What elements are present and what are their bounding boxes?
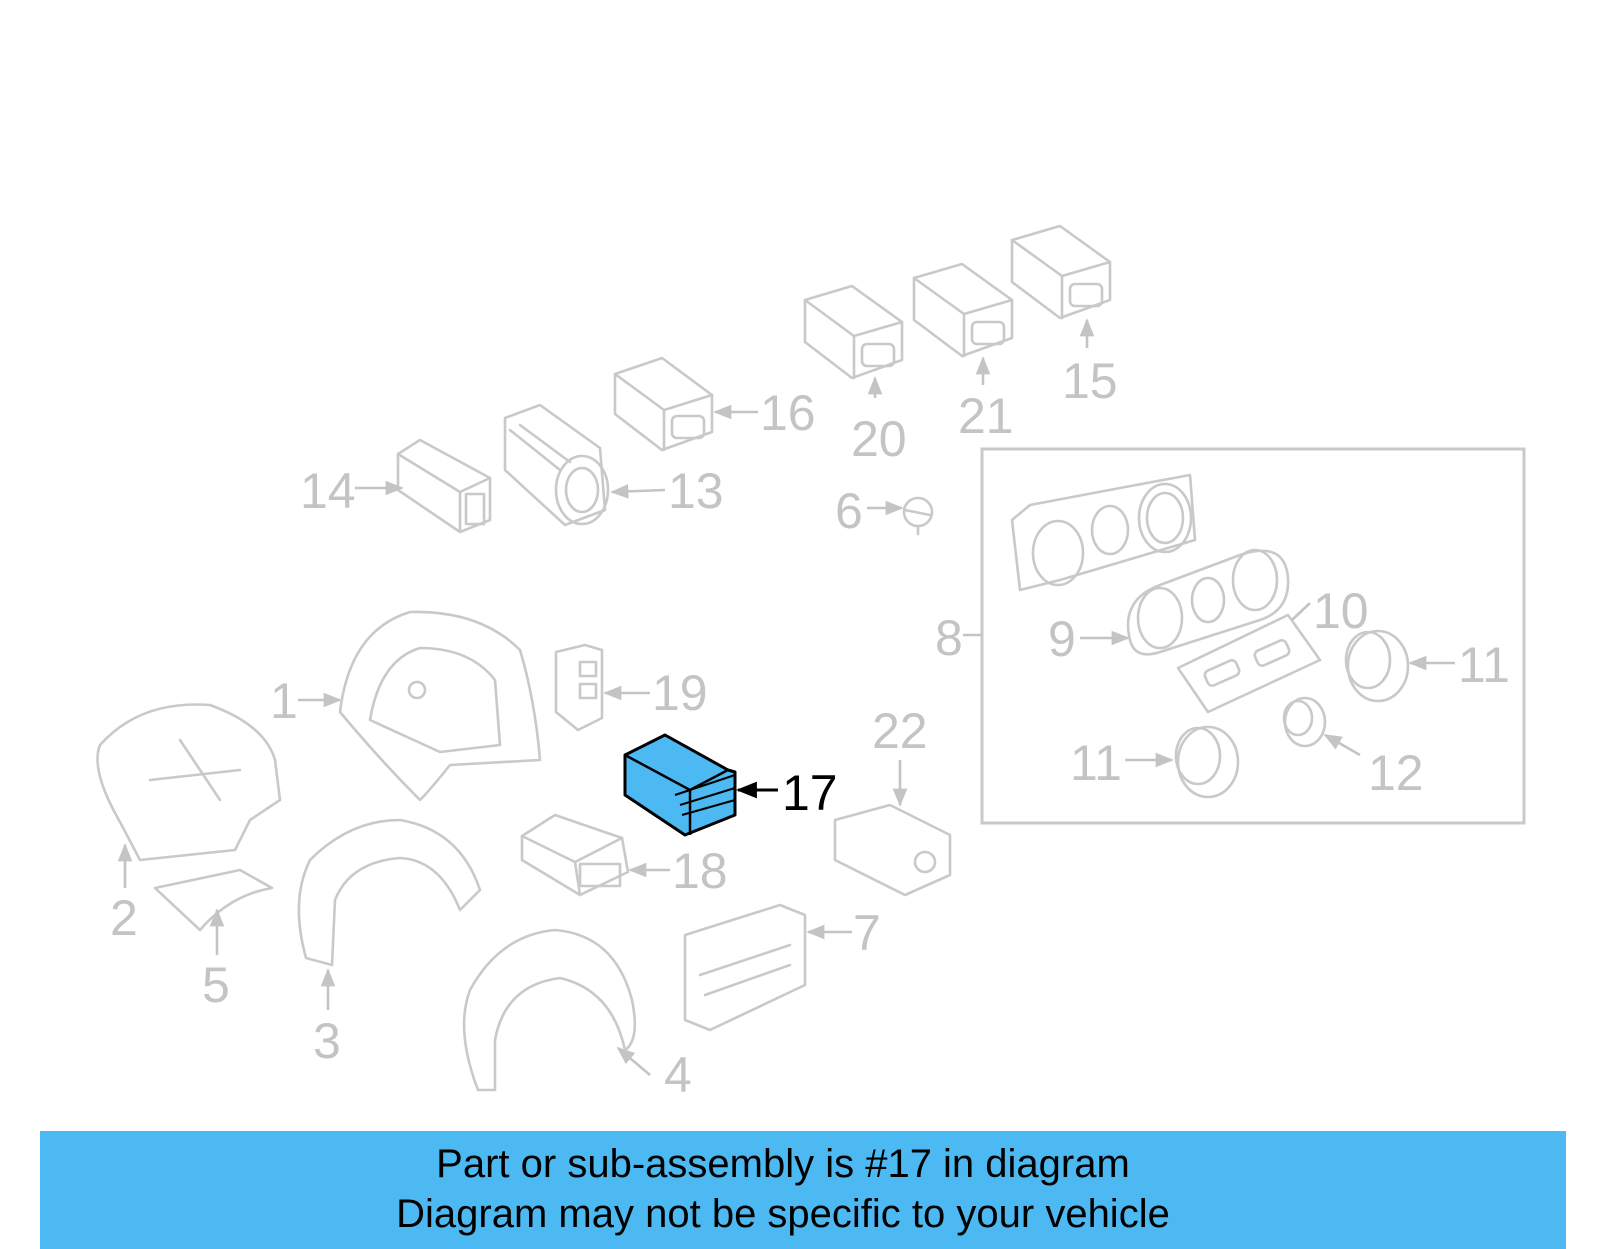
callout-14: 14 xyxy=(300,463,356,519)
part-20-switch-blank[interactable] xyxy=(803,284,904,380)
callout-6: 6 xyxy=(835,483,863,539)
callout-22: 22 xyxy=(872,703,928,759)
callout-labels: 15 21 20 16 13 14 6 8 9 10 11 11 12 1 19… xyxy=(110,353,1510,1103)
part-13-rotary-switch[interactable] xyxy=(503,403,610,527)
callout-11-left: 11 xyxy=(1070,735,1122,791)
callout-19: 19 xyxy=(652,665,708,721)
banner-line-2: Diagram may not be specific to your vehi… xyxy=(396,1192,1170,1236)
callout-12: 12 xyxy=(1368,745,1424,801)
callout-5: 5 xyxy=(202,957,230,1013)
part-3-shroud[interactable] xyxy=(297,818,482,967)
callout-13: 13 xyxy=(668,463,724,519)
callout-21: 21 xyxy=(958,388,1014,444)
info-banner: Part or sub-assembly is #17 in diagram D… xyxy=(40,1131,1566,1249)
part-7-control-panel[interactable] xyxy=(683,903,807,1032)
part-21-switch-blank[interactable] xyxy=(912,262,1014,358)
part-16-switch-blank[interactable] xyxy=(613,356,714,452)
part-6-clip[interactable] xyxy=(902,496,934,536)
callout-1: 1 xyxy=(270,673,298,729)
part-19-switch[interactable] xyxy=(554,643,604,732)
banner-line-1: Part or sub-assembly is #17 in diagram xyxy=(436,1142,1130,1186)
part-22-switch-module[interactable] xyxy=(833,803,952,897)
callout-7: 7 xyxy=(853,905,881,961)
callout-leaders xyxy=(117,318,1455,1076)
callout-11-right: 11 xyxy=(1458,637,1510,693)
callout-15: 15 xyxy=(1062,353,1118,409)
callout-3: 3 xyxy=(313,1013,341,1069)
callout-18: 18 xyxy=(672,843,728,899)
callout-4: 4 xyxy=(664,1047,692,1103)
callout-17: 17 xyxy=(782,765,838,821)
part-14-switch[interactable] xyxy=(396,438,492,534)
callout-20: 20 xyxy=(851,411,907,467)
callout-2: 2 xyxy=(110,890,138,946)
part-2-trim-panel[interactable] xyxy=(96,703,282,862)
part-15-switch-blank[interactable] xyxy=(1010,224,1112,320)
callout-10: 10 xyxy=(1313,583,1369,639)
part-18-switch-blank[interactable] xyxy=(520,813,630,897)
part-5-panel[interactable] xyxy=(153,868,274,932)
callout-16: 16 xyxy=(760,385,816,441)
part-17-highlighted-switch[interactable] xyxy=(623,733,737,837)
part-1-instrument-cluster[interactable] xyxy=(338,610,542,802)
part-4-shroud[interactable] xyxy=(462,928,637,1092)
part-8-climate-control-group[interactable] xyxy=(980,447,1526,825)
callout-9: 9 xyxy=(1048,611,1076,667)
callout-8: 8 xyxy=(935,610,963,666)
